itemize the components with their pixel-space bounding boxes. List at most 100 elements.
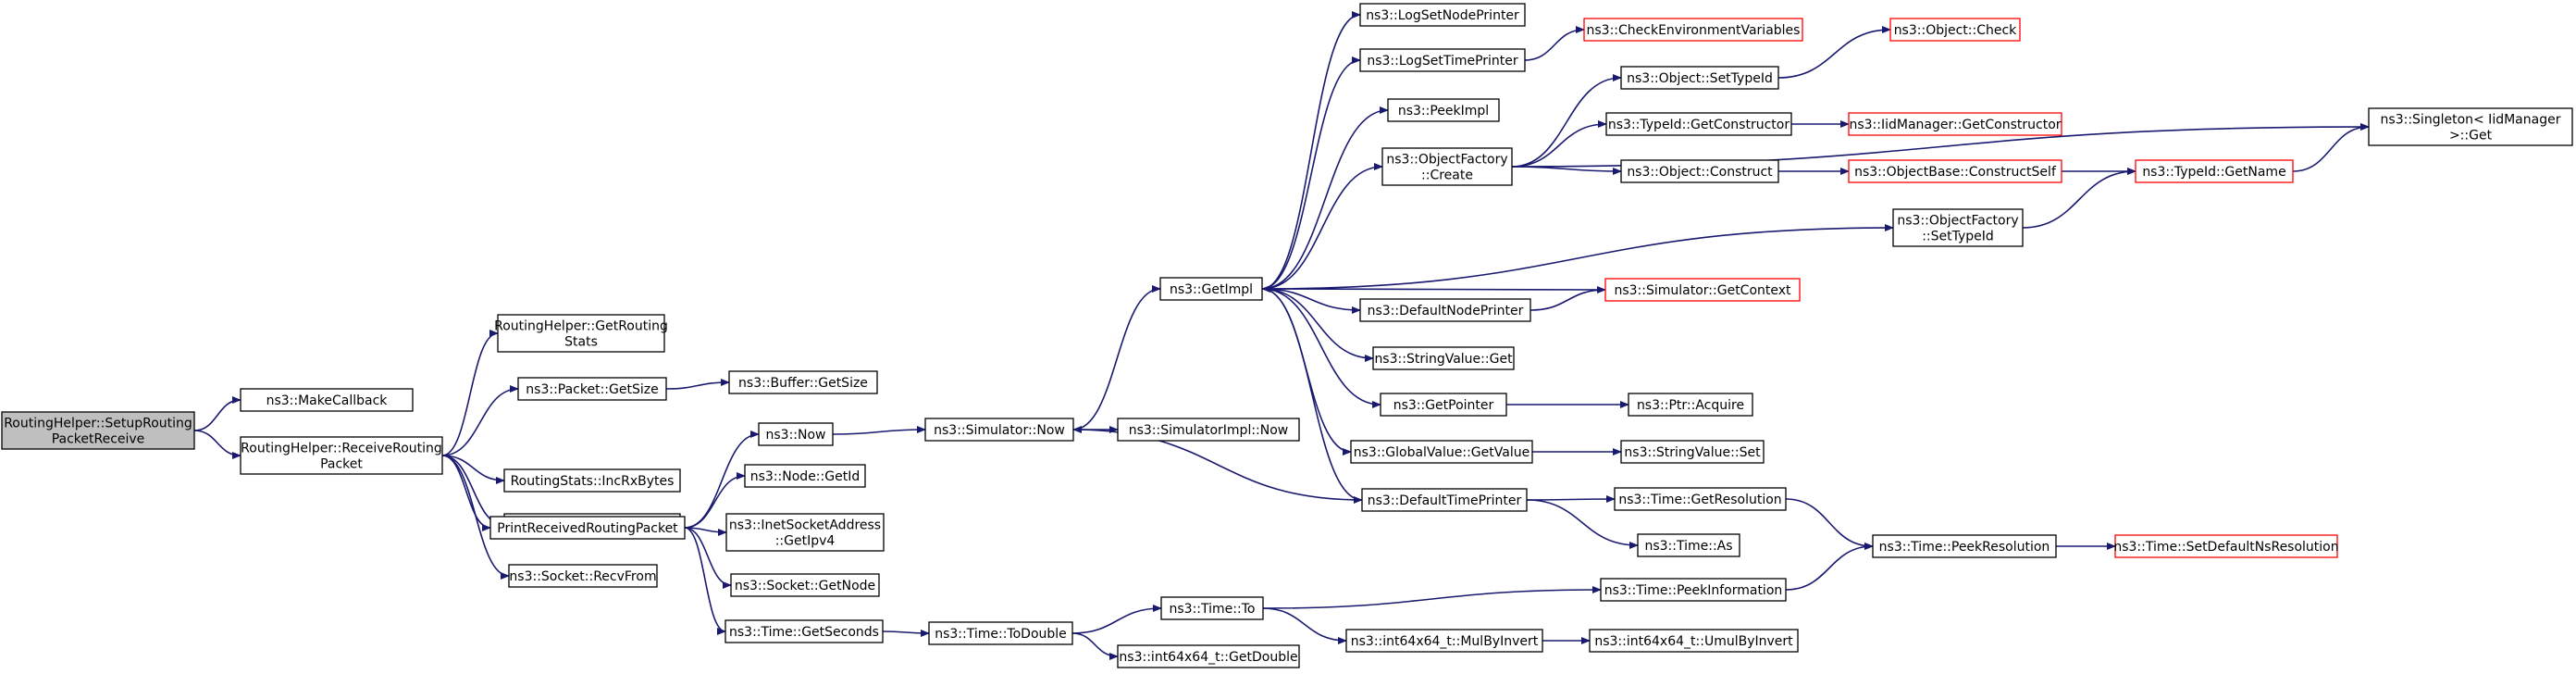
graph-node[interactable]: ns3::GetPointer [1380, 393, 1507, 417]
graph-node[interactable]: ns3::Time::To [1160, 596, 1264, 620]
edge-arrow [684, 472, 746, 529]
edge-arrow [1511, 74, 1622, 168]
edge-arrow [1261, 56, 1361, 290]
graph-node[interactable]: ns3::int64x64_t::MulByInvert [1345, 629, 1543, 653]
graph-node[interactable]: ns3::Time::GetResolution [1614, 487, 1787, 511]
node-label: ns3::InetSocketAddress [729, 518, 881, 533]
node-box [928, 621, 1073, 645]
node-label: PacketReceive [52, 432, 145, 447]
graph-node[interactable]: ns3::InetSocketAddress::GetIpv4 [725, 513, 885, 552]
graph-node[interactable]: ns3::PeekImpl [1387, 98, 1500, 122]
graph-node[interactable]: ns3::IidManager::GetConstructor [1848, 112, 2062, 136]
graph-node[interactable]: ns3::Now [758, 422, 834, 446]
graph-node[interactable]: ns3::LogSetTimePrinter [1359, 48, 1526, 72]
edge-arrow [1261, 288, 1363, 504]
node-box [1848, 159, 2062, 183]
node-box [1359, 3, 1526, 27]
graph-node[interactable]: ns3::DefaultNodePrinter [1359, 298, 1531, 322]
graph-node[interactable]: ns3::StringValue::Set [1620, 440, 1765, 464]
graph-edge [1261, 288, 1374, 362]
graph-node[interactable]: ns3::Socket::GetNode [730, 573, 880, 597]
node-box [1361, 488, 1528, 512]
graph-edge [1524, 26, 1585, 61]
node-box [517, 377, 667, 401]
graph-node[interactable]: ns3::GlobalValue::GetValue [1350, 440, 1533, 464]
graph-node[interactable]: ns3::ObjectBase::ConstructSelf [1848, 159, 2062, 183]
graph-node[interactable]: ns3::GetImpl [1159, 277, 1263, 301]
node-label: ns3::int64x64_t::UmulByInvert [1594, 634, 1793, 649]
edge-arrow [1524, 26, 1585, 61]
graph-node[interactable]: ns3::TypeId::GetName [2135, 159, 2294, 183]
graph-node[interactable]: ns3::Object::Check [1889, 18, 2021, 42]
graph-node[interactable]: ns3::TypeId::GetConstructor [1605, 112, 1792, 136]
graph-node[interactable]: ns3::Socket::RecvFrom [508, 564, 658, 588]
graph-node[interactable]: ns3::Simulator::GetContext [1604, 278, 1801, 302]
graph-node[interactable]: ns3::Simulator::Now [924, 418, 1074, 442]
graph-edge [441, 455, 505, 484]
graph-edge [1262, 607, 1347, 644]
node-box [1117, 418, 1300, 442]
graph-node[interactable]: ns3::Time::ToDouble [928, 621, 1073, 645]
graph-node[interactable]: ns3::int64x64_t::UmulByInvert [1589, 629, 1799, 653]
node-box [2114, 534, 2338, 558]
node-label: ns3::Object::Construct [1627, 165, 1773, 180]
node-box [1637, 533, 1740, 557]
node-box [728, 370, 878, 394]
edge-arrow [1261, 106, 1389, 290]
graph-node[interactable]: ns3::Object::Construct [1620, 159, 1779, 183]
edge-arrow [2292, 123, 2370, 172]
graph-edge [684, 472, 746, 529]
node-box [1620, 159, 1779, 183]
graph-node[interactable]: ns3::StringValue::Get [1372, 346, 1515, 370]
graph-node[interactable]: ns3::SimulatorImpl::Now [1117, 418, 1300, 442]
node-box [1628, 393, 1753, 417]
node-label: >::Get [2449, 129, 2493, 144]
graph-node[interactable]: ns3::Object::SetTypeId [1620, 66, 1779, 90]
node-box [744, 464, 866, 488]
graph-node[interactable]: ns3::LogSetNodePrinter [1359, 3, 1526, 27]
graph-node[interactable]: ns3::Time::GetSeconds [724, 619, 884, 643]
graph-node[interactable]: ns3::ObjectFactory::Create [1381, 147, 1513, 186]
graph-node[interactable]: ns3::Buffer::GetSize [728, 370, 878, 394]
node-box [2135, 159, 2294, 183]
graph-node[interactable]: ns3::MakeCallback [240, 388, 414, 412]
graph-node[interactable]: RoutingStats::IncRxBytes [503, 468, 681, 493]
node-box [924, 418, 1074, 442]
edge-arrow [1530, 286, 1606, 311]
graph-node[interactable]: ns3::Time::PeekInformation [1600, 578, 1787, 602]
graph-node[interactable]: ns3::Node::GetId [744, 464, 866, 488]
graph-node[interactable]: ns3::Ptr::Acquire [1628, 393, 1753, 417]
node-label: ::GetIpv4 [775, 534, 836, 549]
edge-arrow [1526, 499, 1639, 549]
graph-edge [1785, 498, 1874, 550]
graph-node[interactable]: ns3::Singleton< IidManager>::Get [2368, 107, 2573, 146]
node-label: ns3::Socket::GetNode [735, 579, 875, 593]
edge-arrow [1071, 605, 1162, 634]
graph-edge [441, 455, 510, 580]
node-label: ns3::GlobalValue::GetValue [1354, 445, 1530, 460]
node-label: ns3::SimulatorImpl::Now [1129, 423, 1289, 438]
graph-node[interactable]: ns3::Time::PeekResolution [1872, 534, 2057, 558]
graph-node[interactable]: ns3::Time::SetDefaultNsResolution [2113, 534, 2339, 558]
graph-node[interactable]: ns3::ObjectFactory::SetTypeId [1892, 208, 2024, 247]
graph-edge [1261, 288, 1361, 314]
graph-node[interactable]: ns3::CheckEnvironmentVariables [1583, 18, 1803, 42]
node-label: ns3::Object::Check [1894, 23, 2017, 38]
node-box [240, 388, 414, 412]
node-label: ns3::Packet::GetSize [526, 382, 658, 397]
node-box [1380, 393, 1507, 417]
graph-node[interactable]: ns3::Time::As [1637, 533, 1740, 557]
node-label: ns3::Time::PeekInformation [1604, 583, 1783, 598]
graph-node[interactable]: ns3::int64x64_t::GetDouble [1117, 644, 1300, 668]
node-box [724, 619, 884, 643]
node-box [1872, 534, 2057, 558]
graph-node[interactable]: PrintReceivedRoutingPacket [489, 516, 686, 540]
node-label: ns3::Time::GetResolution [1618, 493, 1781, 507]
node-label: ns3::Now [766, 428, 826, 443]
graph-node[interactable]: ns3::Packet::GetSize [517, 377, 667, 401]
graph-node[interactable]: ns3::DefaultTimePrinter [1361, 488, 1528, 512]
